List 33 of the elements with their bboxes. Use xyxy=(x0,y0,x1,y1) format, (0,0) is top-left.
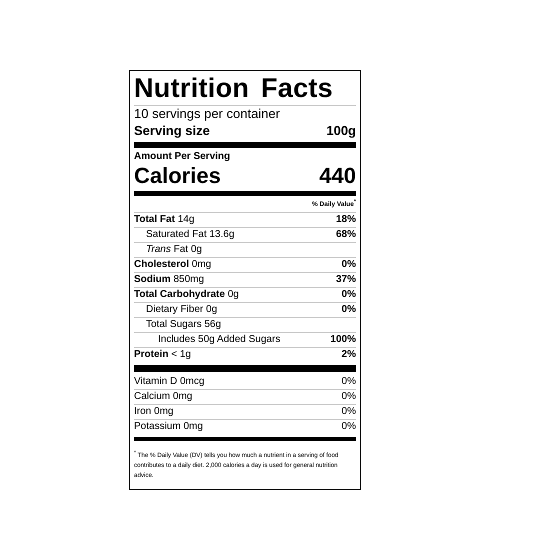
nutrient-name: Cholesterol 0mg xyxy=(134,258,212,272)
nutrient-name: Total Fat 14g xyxy=(134,213,194,227)
amount-value: 0% xyxy=(342,258,356,272)
amount-value: 100% xyxy=(330,333,356,347)
label-title: Nutrition Facts xyxy=(134,71,356,106)
amount-value: 18% xyxy=(336,213,356,227)
nutrient-name: Trans Fat 0g xyxy=(145,243,202,257)
amount-value: 440 xyxy=(319,163,356,188)
amount-value: 0% xyxy=(342,303,356,317)
nutrient-name: Vitamin D 0mcg xyxy=(134,375,204,389)
amount-value: 0% xyxy=(342,420,356,434)
nutrient-name: Protein < 1g xyxy=(134,348,191,362)
amount-value: 0% xyxy=(342,390,356,404)
amount-value: 0% xyxy=(342,405,356,419)
nutrient-name: Calories xyxy=(134,163,221,188)
nutrient-name: Iron 0mg xyxy=(134,405,174,419)
amount-value: 0% xyxy=(342,375,356,389)
nutrient-name: Amount Per Serving xyxy=(134,150,230,163)
amount-value: 37% xyxy=(336,273,356,287)
nutrient-name: 10 servings per container xyxy=(134,106,280,122)
nutrient-name: Calcium 0mg xyxy=(134,390,192,404)
nutrient-name: Includes 50g Added Sugars xyxy=(157,333,280,347)
amount-value: 2% xyxy=(342,348,356,362)
amount-value: 0% xyxy=(342,288,356,302)
nutrient-name: Serving size xyxy=(134,122,210,139)
nutrient-name: Saturated Fat 13.6g xyxy=(145,228,234,242)
nutrient-name: Sodium 850mg xyxy=(134,273,204,287)
nutrient-name: Total Carbohydrate 0g xyxy=(134,288,239,302)
nutrient-name: Potassium 0mg xyxy=(134,420,203,434)
amount-value: 100g xyxy=(326,122,356,139)
nutrient-name: Dietary Fiber 0g xyxy=(145,303,218,317)
amount-value: 68% xyxy=(336,228,356,242)
nutrient-name: Total Sugars 56g xyxy=(145,318,222,332)
